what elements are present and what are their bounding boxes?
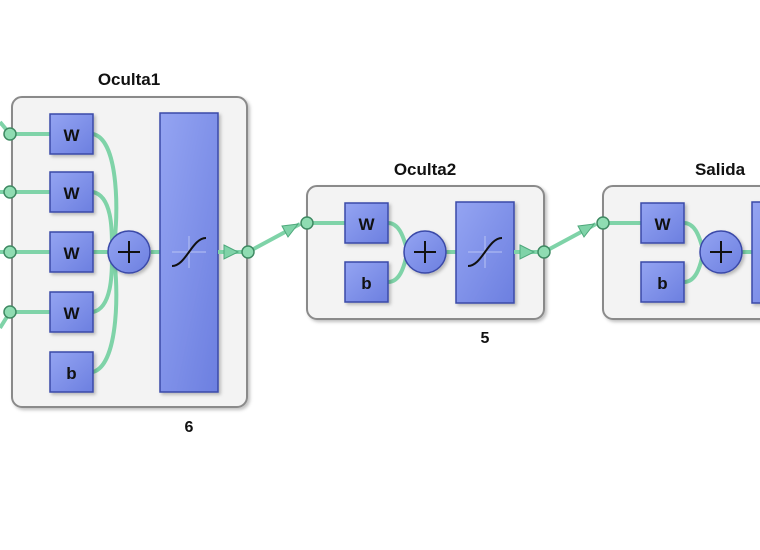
output-connector	[218, 222, 301, 260]
plus-icon	[107, 230, 160, 274]
layer-oculta2: Oculta2 W b 5	[300, 160, 597, 347]
output-connector	[514, 222, 597, 260]
svg-text:W: W	[63, 184, 80, 203]
input-node	[300, 216, 314, 230]
layer-title: Oculta1	[98, 70, 160, 89]
svg-text:W: W	[358, 215, 375, 234]
svg-text:W: W	[63, 126, 80, 145]
weight-block: W	[49, 291, 94, 333]
layer-size: 5	[481, 330, 490, 347]
input-nodes	[3, 127, 17, 319]
svg-text:b: b	[361, 274, 371, 293]
sigmoid-icon	[159, 112, 219, 393]
bias-block: b	[49, 351, 94, 393]
svg-text:b: b	[657, 274, 667, 293]
layer-title: Salida	[695, 160, 746, 179]
input-node	[596, 216, 610, 230]
bias-block: b	[344, 261, 389, 303]
plus-icon	[403, 230, 447, 274]
svg-text:W: W	[63, 304, 80, 323]
weight-block: W	[344, 202, 389, 244]
svg-text:b: b	[66, 364, 76, 383]
weight-block: W	[640, 202, 685, 244]
transfer-block	[751, 201, 760, 304]
layer-oculta1: Oculta1 W	[0, 70, 301, 436]
svg-text:W: W	[654, 215, 671, 234]
weight-block: W	[49, 171, 94, 213]
plus-icon	[699, 230, 743, 274]
layer-size: 6	[185, 419, 194, 436]
weight-block: W	[49, 231, 94, 273]
weight-block: W	[49, 113, 94, 155]
svg-text:W: W	[63, 244, 80, 263]
layer-title: Oculta2	[394, 160, 456, 179]
layer-salida: Salida W b	[596, 160, 760, 320]
sigmoid-icon	[455, 201, 515, 304]
bias-block: b	[640, 261, 685, 303]
